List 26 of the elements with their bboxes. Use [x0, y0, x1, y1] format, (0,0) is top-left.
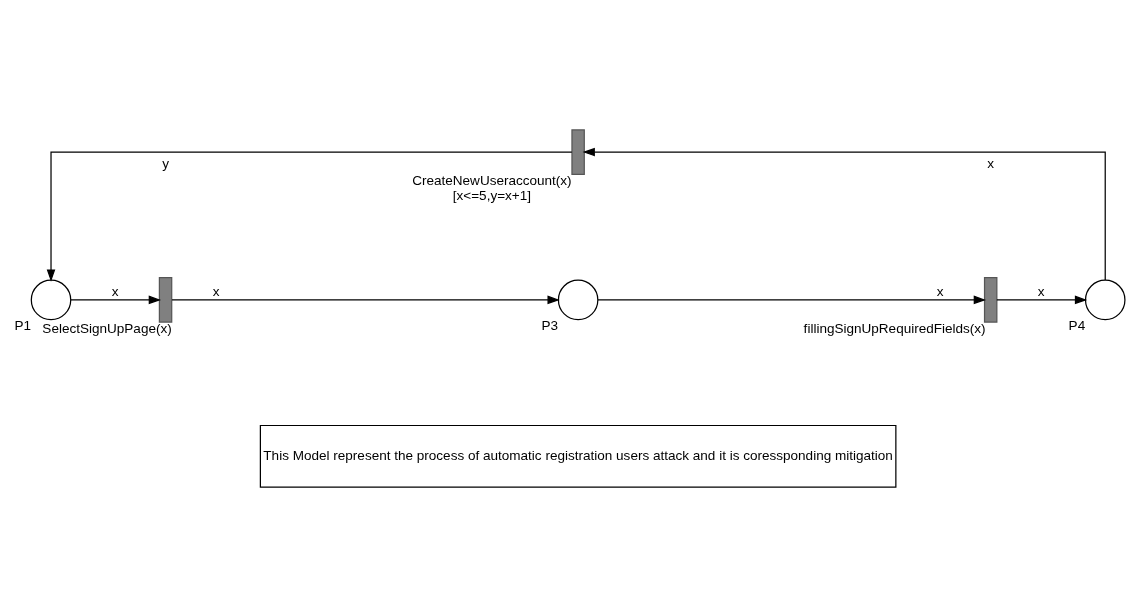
node-circle — [557, 279, 599, 320]
arrow — [597, 295, 987, 304]
node-label: [x<=5,y=x+1] — [452, 187, 532, 203]
node-bar — [571, 128, 585, 175]
node-circle — [1084, 279, 1126, 320]
arrow — [70, 295, 162, 304]
edge-label: x — [1037, 283, 1045, 299]
edge-label: x — [111, 283, 119, 299]
edge-label: y — [162, 155, 169, 171]
node-bar — [158, 276, 173, 323]
node-circle — [30, 279, 72, 320]
edge-label: x — [212, 283, 220, 299]
node-bar — [983, 276, 998, 323]
node-box: This Model represent the process of automatic registration users attack and it is coressponding mitigation — [259, 424, 897, 488]
edge-label: x — [987, 155, 995, 171]
arrow — [46, 150, 573, 282]
arrow — [171, 295, 560, 304]
arrow — [996, 295, 1088, 304]
node-label: fillingSignUpRequiredFields(x) — [803, 320, 986, 336]
edge-label: x — [936, 283, 944, 299]
node-label: P1 — [14, 317, 31, 333]
node-label: CreateNewUseraccount(x) — [412, 172, 572, 188]
node-label: SelectSignUpPage(x) — [42, 320, 172, 336]
node-label: P3 — [541, 317, 559, 333]
node-label: P4 — [1068, 317, 1086, 333]
arrow — [582, 147, 1106, 281]
